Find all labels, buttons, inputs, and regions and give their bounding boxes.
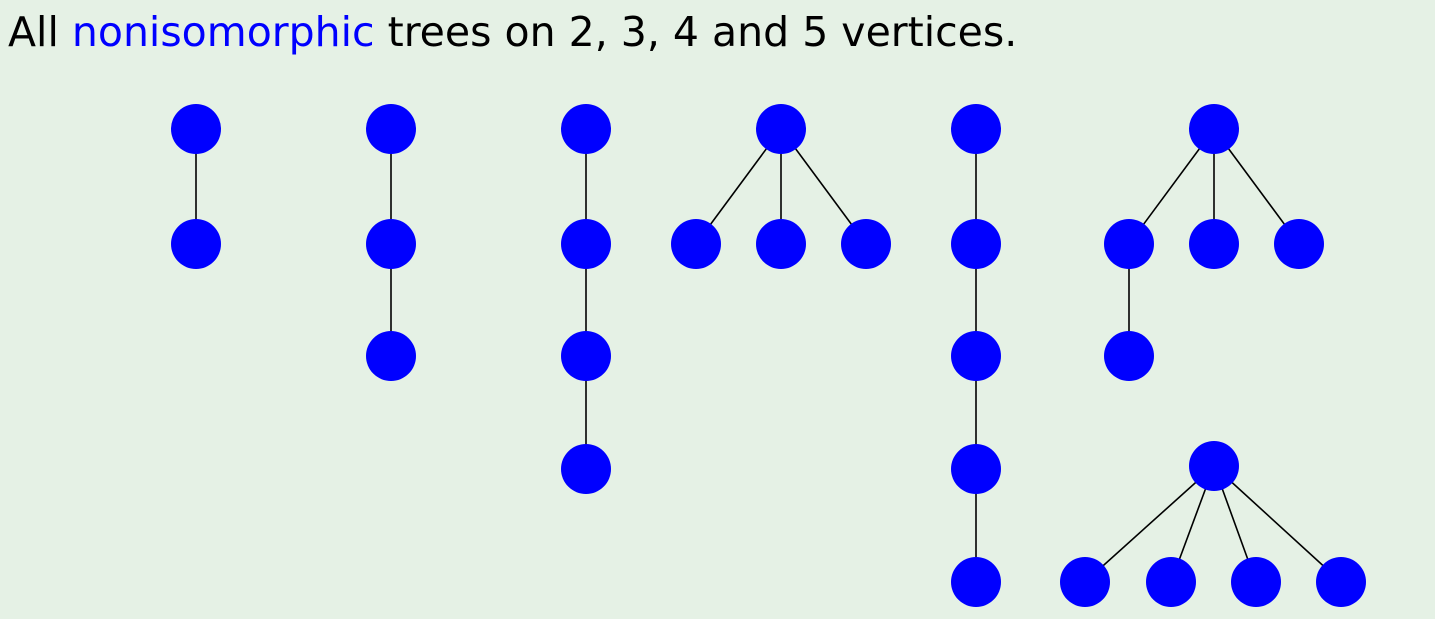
heading-prefix: All	[8, 8, 72, 56]
tree-vertex	[841, 219, 891, 269]
tree-vertex	[1274, 219, 1324, 269]
tree-vertex	[561, 219, 611, 269]
tree-vertex	[171, 219, 221, 269]
tree-path-4	[561, 104, 611, 494]
tree-path-2	[171, 104, 221, 269]
tree-vertex	[1146, 557, 1196, 607]
tree-vertex	[1189, 441, 1239, 491]
tree-vertex	[366, 331, 416, 381]
tree-path-5	[951, 104, 1001, 607]
tree-vertex	[1189, 219, 1239, 269]
tree-vertex	[756, 104, 806, 154]
tree-vertex	[1060, 557, 1110, 607]
tree-vertex	[671, 219, 721, 269]
tree-vertex	[951, 104, 1001, 154]
tree-vertex	[1316, 557, 1366, 607]
tree-vertex	[951, 331, 1001, 381]
tree-vertex	[951, 219, 1001, 269]
tree-vertex	[561, 444, 611, 494]
heading-highlight: nonisomorphic	[71, 8, 375, 56]
tree-spider-5	[1104, 104, 1324, 381]
tree-star-5	[1060, 441, 1366, 607]
tree-star-4	[671, 104, 891, 269]
tree-vertex	[366, 104, 416, 154]
heading-suffix: trees on 2, 3, 4 and 5 vertices.	[374, 8, 1018, 56]
tree-edge	[1213, 465, 1342, 583]
tree-vertex	[171, 104, 221, 154]
slide-heading: All nonisomorphic trees on 2, 3, 4 and 5…	[8, 6, 1017, 58]
tree-vertex	[366, 219, 416, 269]
tree-vertex	[1104, 219, 1154, 269]
tree-vertex	[1104, 331, 1154, 381]
tree-path-3	[366, 104, 416, 381]
tree-vertex	[756, 219, 806, 269]
tree-vertex	[1231, 557, 1281, 607]
tree-vertex	[1189, 104, 1239, 154]
tree-vertex	[561, 331, 611, 381]
tree-vertex	[951, 557, 1001, 607]
tree-vertex	[561, 104, 611, 154]
tree-vertex	[951, 444, 1001, 494]
tree-edge	[1084, 465, 1215, 583]
